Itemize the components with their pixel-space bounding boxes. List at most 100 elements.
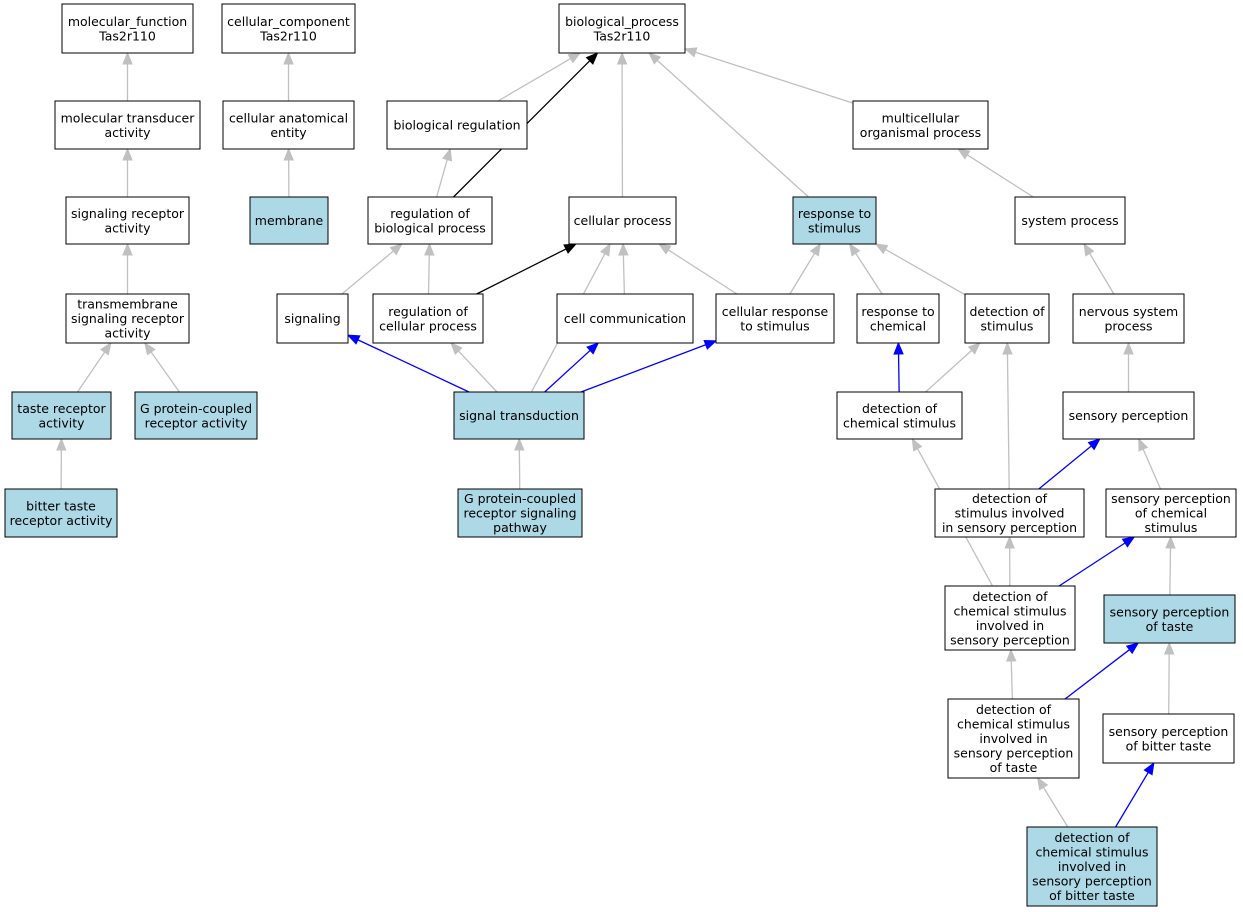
go-term-node-cc2: cell communication: [556, 293, 694, 344]
node-label-line: signaling: [284, 311, 340, 326]
node-box: [386, 100, 528, 150]
node-box: [61, 3, 194, 54]
node-label-line: stimulus: [808, 220, 861, 235]
edge-line: [1169, 547, 1172, 596]
edge-arrowhead: [283, 51, 294, 65]
node-box: [852, 100, 989, 150]
edge-dcsisp-to-spcs: [1058, 536, 1136, 587]
node-label-line: stimulus involved: [955, 506, 1065, 521]
node-label-line: chemical: [870, 318, 926, 333]
edge-rbp-to-breg: [436, 147, 453, 198]
node-box: [1102, 713, 1235, 764]
edge-spbt-to-spt: [1163, 641, 1175, 715]
edge-mop-to-bp: [683, 47, 854, 104]
node-box: [11, 391, 112, 440]
node-label-line: detection of: [969, 304, 1045, 319]
edge-line: [622, 254, 626, 295]
node-box: [65, 293, 190, 344]
edge-dsisp-to-dos: [1002, 341, 1013, 490]
edge-line: [1042, 787, 1069, 828]
edge-line: [925, 349, 973, 393]
edge-arrowhead: [1037, 776, 1049, 791]
go-term-node-st: signal transduction: [453, 391, 585, 440]
edge-tra-to-tsra: [76, 341, 112, 393]
edge-line: [695, 51, 854, 104]
node-label-line: regulation of: [390, 206, 470, 221]
node-box: [249, 196, 329, 245]
node-label-line: activity: [104, 125, 151, 140]
edges-layer: [56, 47, 1176, 828]
node-box: [222, 100, 355, 150]
node-label-line: signal transduction: [459, 408, 579, 423]
edge-rcp-to-cp: [476, 243, 578, 295]
node-box: [947, 698, 1080, 779]
edge-breg-to-bp: [497, 52, 582, 102]
edge-arrowhead: [586, 342, 600, 355]
edge-crs-to-cp: [657, 243, 738, 295]
edge-line: [476, 248, 567, 295]
edge-btra-to-tra: [56, 437, 67, 490]
edge-arrowhead: [956, 148, 971, 160]
node-label-line: of taste: [1146, 619, 1194, 634]
edge-cp-to-bp: [616, 51, 628, 198]
edge-arrowhead: [56, 437, 67, 451]
node-label-line: nervous system: [1079, 304, 1178, 319]
edge-st-to-cc2: [544, 342, 600, 393]
edge-line: [789, 253, 816, 295]
edge-line: [1010, 660, 1014, 700]
node-box: [221, 3, 356, 54]
edge-crs-to-rts: [789, 242, 821, 295]
node-label-line: of bitter taste: [1049, 888, 1135, 903]
edge-spt-to-spcs: [1165, 535, 1176, 596]
node-box: [453, 391, 585, 440]
go-term-node-sp: system process: [1014, 196, 1126, 245]
edge-line: [667, 249, 738, 295]
edge-sp-to-mop: [956, 148, 1034, 198]
edge-gpcra-to-tsra: [144, 341, 180, 393]
edge-line: [966, 154, 1034, 198]
edge-line: [76, 351, 106, 393]
edge-arrowhead: [1083, 242, 1095, 257]
node-box: [556, 293, 694, 344]
edge-nsp-to-sp: [1083, 242, 1115, 295]
node-label-line: detection of: [862, 401, 938, 416]
edge-arrowhead: [442, 147, 453, 162]
node-box: [1103, 594, 1236, 644]
edge-st-to-sig: [346, 334, 470, 393]
node-box: [568, 196, 677, 245]
edge-arrowhead: [424, 242, 435, 256]
edge-line: [150, 351, 180, 393]
edge-arrowhead: [1006, 648, 1017, 662]
edge-arrowhead: [1165, 535, 1176, 549]
edge-arrowhead: [618, 242, 629, 256]
node-label-line: Tas2r110: [593, 28, 651, 43]
edge-dcsispt-to-spt: [1064, 642, 1140, 700]
edge-arrowhead: [874, 243, 889, 255]
edge-arrowhead: [967, 342, 981, 355]
edge-arrowhead: [911, 437, 923, 452]
edge-arrowhead: [1002, 341, 1013, 355]
node-label-line: response to: [861, 304, 934, 319]
node-label-line: multicellular: [882, 110, 961, 125]
edge-dcsispt-to-dcsisp: [1006, 648, 1017, 700]
edge-arrowhead: [389, 243, 403, 256]
edge-line: [1115, 772, 1149, 828]
edge-cae-to-cc: [283, 51, 294, 101]
edge-line: [427, 254, 430, 295]
node-box: [1014, 196, 1126, 245]
edge-line: [885, 248, 966, 296]
node-label-line: chemical stimulus: [953, 603, 1066, 618]
node-box: [944, 585, 1076, 651]
node-label-line: receptor signaling: [463, 506, 576, 521]
edge-arrowhead: [600, 242, 611, 257]
